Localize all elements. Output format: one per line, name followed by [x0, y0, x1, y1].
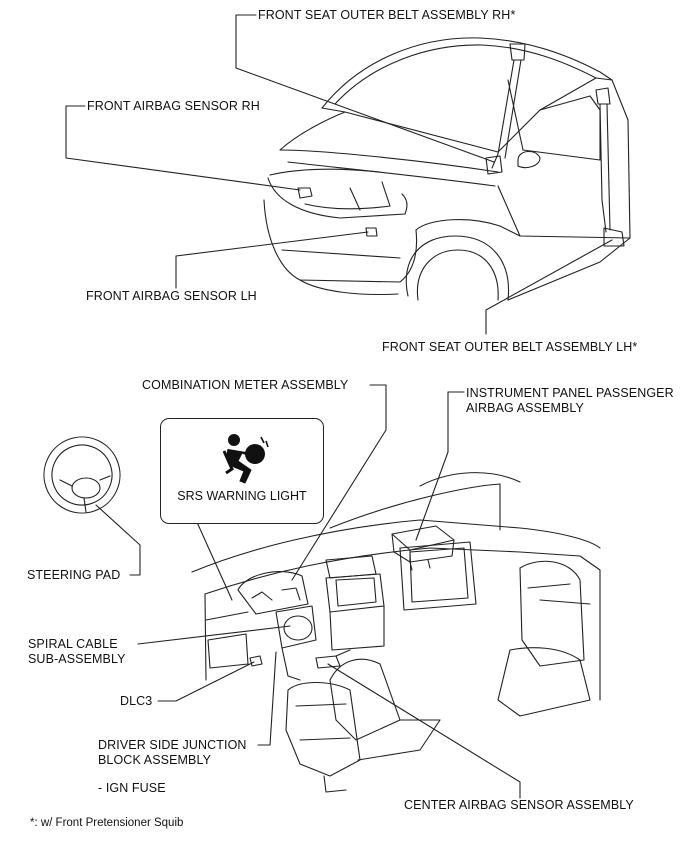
vehicle-illustration — [263, 37, 631, 301]
label-center-airbag-sensor: CENTER AIRBAG SENSOR ASSEMBLY — [404, 798, 634, 812]
steering-wheel-illustration — [43, 436, 121, 514]
label-steering-pad: STEERING PAD — [27, 568, 121, 582]
leaders-bottom — [95, 384, 521, 799]
label-srs-warning-light: SRS WARNING LIGHT — [177, 489, 307, 503]
label-driver-junction-2: BLOCK ASSEMBLY — [98, 753, 212, 767]
label-instrument-panel-airbag-1: INSTRUMENT PANEL PASSENGER — [466, 386, 674, 400]
label-ign-fuse: - IGN FUSE — [98, 781, 166, 795]
leaders-top — [65, 14, 613, 335]
footnote: *: w/ Front Pretensioner Squib — [30, 817, 184, 829]
label-front-airbag-sensor-rh: FRONT AIRBAG SENSOR RH — [87, 99, 260, 113]
airbag-occupant-icon — [222, 434, 269, 484]
label-front-seat-outer-belt-rh: FRONT SEAT OUTER BELT ASSEMBLY RH* — [258, 8, 516, 22]
label-driver-junction-1: DRIVER SIDE JUNCTION — [98, 738, 247, 752]
label-spiral-cable-1: SPIRAL CABLE — [28, 637, 118, 651]
label-spiral-cable-2: SUB-ASSEMBLY — [28, 652, 126, 666]
srs-warning-light-callout: SRS WARNING LIGHT — [160, 418, 324, 524]
label-front-seat-outer-belt-lh: FRONT SEAT OUTER BELT ASSEMBLY LH* — [382, 340, 638, 354]
label-combination-meter: COMBINATION METER ASSEMBLY — [142, 378, 349, 392]
label-dlc3: DLC3 — [120, 694, 153, 708]
label-instrument-panel-airbag-2: AIRBAG ASSEMBLY — [466, 401, 584, 415]
label-front-airbag-sensor-lh: FRONT AIRBAG SENSOR LH — [86, 289, 257, 303]
